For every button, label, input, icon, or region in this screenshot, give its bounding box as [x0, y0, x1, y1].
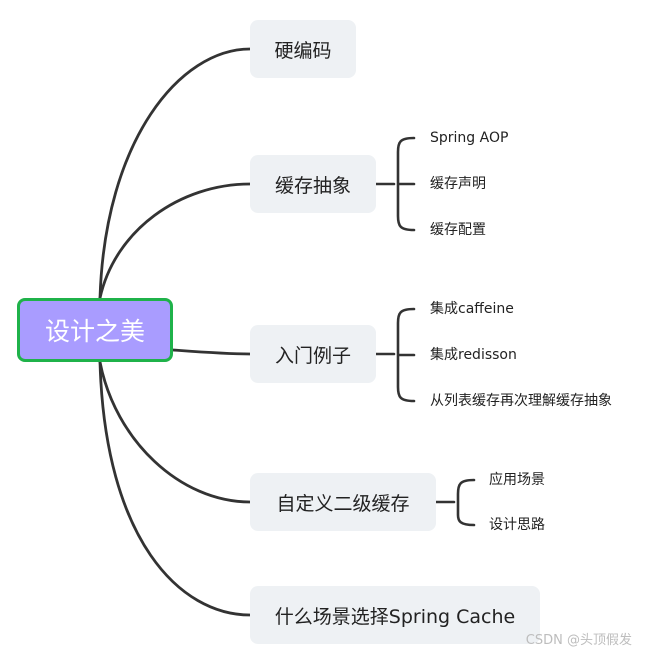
watermark: CSDN @头顶假发: [525, 633, 632, 648]
branch-hardcode[interactable]: 硬编码: [250, 20, 356, 78]
branch-cache-abstraction[interactable]: 缓存抽象: [250, 155, 376, 213]
leaf-integrate-redisson[interactable]: 集成redisson: [430, 347, 517, 363]
leaf-spring-aop[interactable]: Spring AOP: [430, 130, 509, 146]
branch-custom-second-level-cache[interactable]: 自定义二级缓存: [250, 473, 436, 531]
leaf-list-cache-rethink[interactable]: 从列表缓存再次理解缓存抽象: [430, 393, 612, 409]
branch-intro-examples[interactable]: 入门例子: [250, 325, 376, 383]
bracket-cache-abstraction: [374, 136, 416, 232]
branch-when-spring-cache[interactable]: 什么场景选择Spring Cache: [250, 586, 540, 644]
leaf-cache-declaration[interactable]: 缓存声明: [430, 176, 486, 192]
connector-root-to-intro-examples: [171, 348, 252, 356]
root-node[interactable]: 设计之美: [17, 298, 173, 362]
bracket-custom-cache: [434, 478, 476, 527]
leaf-application-scenario[interactable]: 应用场景: [489, 472, 545, 488]
connector-root-to-custom-cache: [98, 360, 252, 504]
leaf-cache-configuration[interactable]: 缓存配置: [430, 222, 486, 238]
bracket-intro-examples: [374, 307, 416, 403]
leaf-design-idea[interactable]: 设计思路: [489, 517, 545, 533]
leaf-integrate-caffeine[interactable]: 集成caffeine: [430, 301, 514, 317]
connector-root-to-when-spring-cache: [98, 360, 252, 617]
connector-root-to-cache-abstraction: [98, 182, 252, 300]
connector-root-to-hardcode: [98, 47, 252, 300]
